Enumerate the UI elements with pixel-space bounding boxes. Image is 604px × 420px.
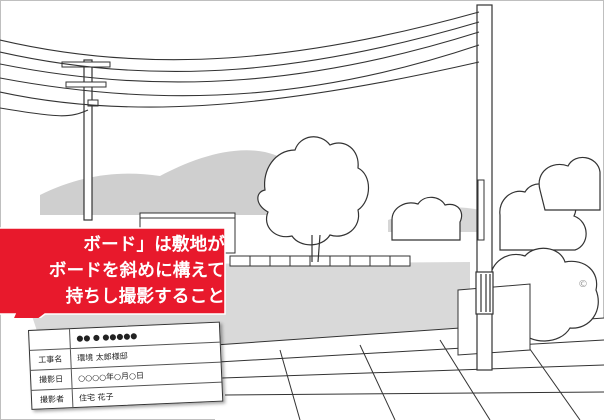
board-value: ○○○○年○月○日: [77, 370, 145, 383]
board-value: 環境 太郎様邸: [77, 351, 128, 363]
callout-text: ボード」は敷地が ボードを斜めに構えて 持ちし撮影すること: [0, 228, 235, 314]
utility-pole-left: [83, 59, 93, 221]
tree-large: [257, 136, 370, 246]
roadside-wall: [457, 283, 531, 356]
pole-band: [475, 271, 494, 315]
callout-shape: [0, 227, 226, 318]
fence-posts: [249, 256, 391, 266]
tree-trunks: [311, 234, 321, 263]
board-label: 工事名: [29, 349, 72, 370]
board-top-fragment: ●● ● ●●●●●: [76, 331, 138, 343]
fence: [229, 255, 411, 267]
trees: [257, 136, 601, 342]
callout-line: ボード」は敷地が: [83, 235, 225, 255]
tree-far-right: [538, 156, 601, 211]
power-lines: [0, 11, 480, 117]
pole-crossarms: [61, 61, 111, 107]
instruction-callout: ボード」は敷地が ボードを斜めに構えて 持ちし撮影すること: [0, 222, 228, 318]
callout-bubble: [0, 227, 226, 318]
board-label: 撮影者: [31, 389, 74, 410]
copyright-watermark: ©: [578, 279, 588, 290]
callout-line: 持ちし撮影すること: [65, 287, 225, 307]
pole-sign: [477, 179, 485, 241]
board-label: 撮影日: [30, 369, 73, 390]
survey-board: ●● ● ●●●●● 工事名 環境 太郎様邸 撮影日 ○○○○年○月○日 撮影者…: [28, 321, 224, 410]
board-value: 住宅 花子: [78, 392, 114, 403]
pole-band-stripes: [480, 274, 491, 312]
tree-mid: [391, 196, 463, 241]
callout-line: ボードを斜めに構えて: [48, 261, 225, 281]
